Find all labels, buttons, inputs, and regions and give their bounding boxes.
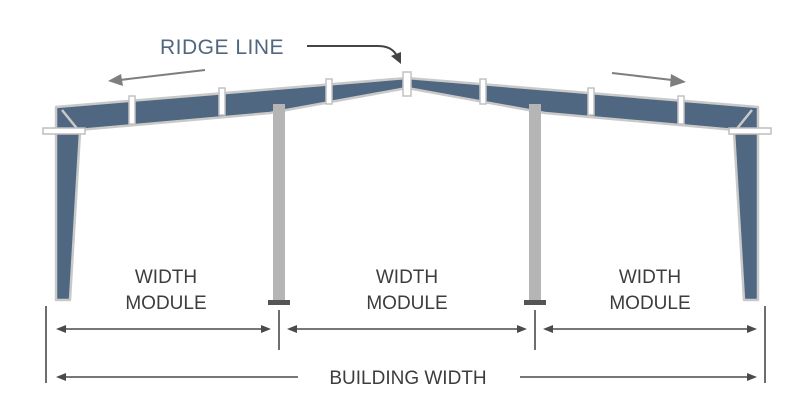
splice-plate — [479, 78, 487, 105]
splice-plate — [325, 78, 333, 105]
module-1-line2: MODULE — [125, 293, 206, 314]
left-eave-flange — [42, 127, 86, 135]
right-slope-arrow-head — [670, 74, 686, 87]
arrow-head — [56, 373, 66, 381]
rafter-splice-plates — [128, 71, 685, 125]
left-outer-column — [54, 130, 82, 302]
splice-plate — [587, 87, 595, 116]
module-1-line1: WIDTH — [135, 267, 197, 288]
left-slope-arrow — [119, 69, 206, 81]
eave-flanges — [42, 127, 772, 135]
right-outer-column — [732, 130, 760, 302]
left-slope-arrow-head — [108, 74, 123, 86]
dimension-lines — [45, 306, 766, 383]
module-3-line2: MODULE — [609, 293, 690, 314]
module-3-line1: WIDTH — [619, 267, 681, 288]
ridge-line-label: RIDGE LINE — [160, 36, 284, 59]
interior-columns — [268, 104, 546, 305]
splice-plate — [128, 95, 136, 125]
arrow-head — [287, 325, 297, 333]
right-rafter — [405, 76, 760, 134]
slope-arrows — [108, 69, 686, 87]
splice-plate — [218, 87, 226, 116]
building-width-label: BUILDING WIDTH — [329, 368, 486, 389]
module-2-line1: WIDTH — [376, 267, 438, 288]
module-2-line2: MODULE — [366, 293, 447, 314]
ridge-leader-arrow — [307, 45, 401, 64]
arrow-head — [56, 325, 66, 333]
ridge-plate — [402, 71, 412, 97]
arrow-head — [261, 325, 271, 333]
interior-column-right — [529, 104, 541, 301]
splice-plate — [677, 95, 685, 125]
arrow-head — [543, 325, 553, 333]
arrow-head — [517, 325, 527, 333]
right-slope-arrow — [611, 72, 673, 81]
width-module-labels: WIDTH MODULE WIDTH MODULE WIDTH MODULE — [125, 267, 690, 314]
base-plate-left — [268, 300, 290, 305]
arrow-head — [747, 373, 757, 381]
right-eave-flange — [728, 127, 772, 135]
arrow-head — [747, 325, 757, 333]
base-plate-right — [524, 300, 546, 305]
interior-column-left — [273, 104, 285, 301]
left-rafter — [54, 76, 409, 134]
